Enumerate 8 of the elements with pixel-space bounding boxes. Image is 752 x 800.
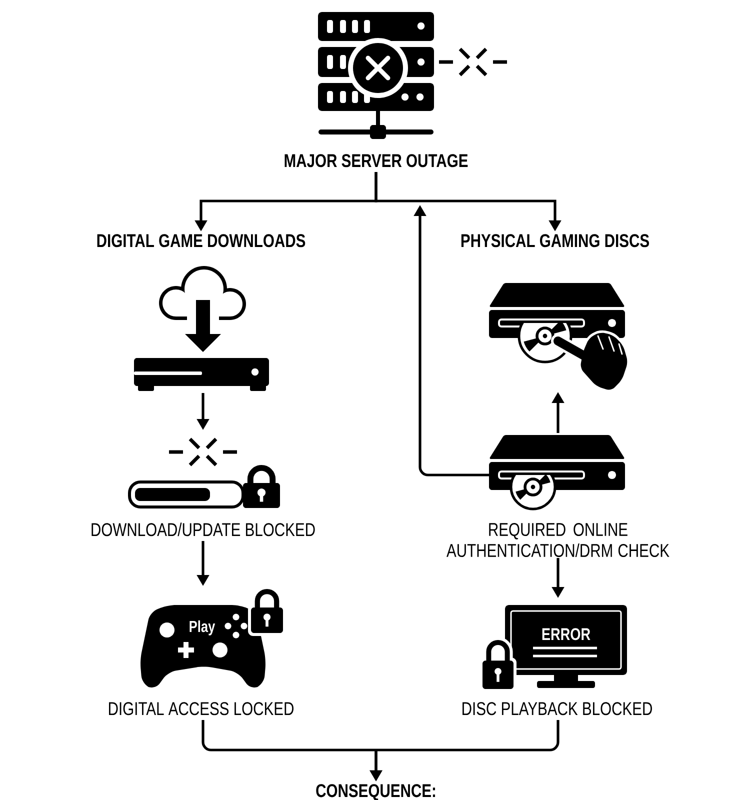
step-label: REQUIRED ONLINE AUTHENTICATION/DRM CHECK: [446, 522, 670, 558]
heading: DIGITAL GAME DOWNLOADS: [97, 234, 306, 248]
step-label: DISC PLAYBACK BLOCKED: [462, 702, 652, 716]
heading: MAJOR SERVER OUTAGE: [284, 154, 468, 168]
step-label: DIGITAL ACCESS LOCKED: [109, 702, 294, 716]
controller-label: Play: [190, 620, 216, 636]
step-label: DOWNLOAD/UPDATE BLOCKED: [92, 522, 315, 536]
heading: PHYSICAL GAMING DISCS: [461, 234, 649, 248]
